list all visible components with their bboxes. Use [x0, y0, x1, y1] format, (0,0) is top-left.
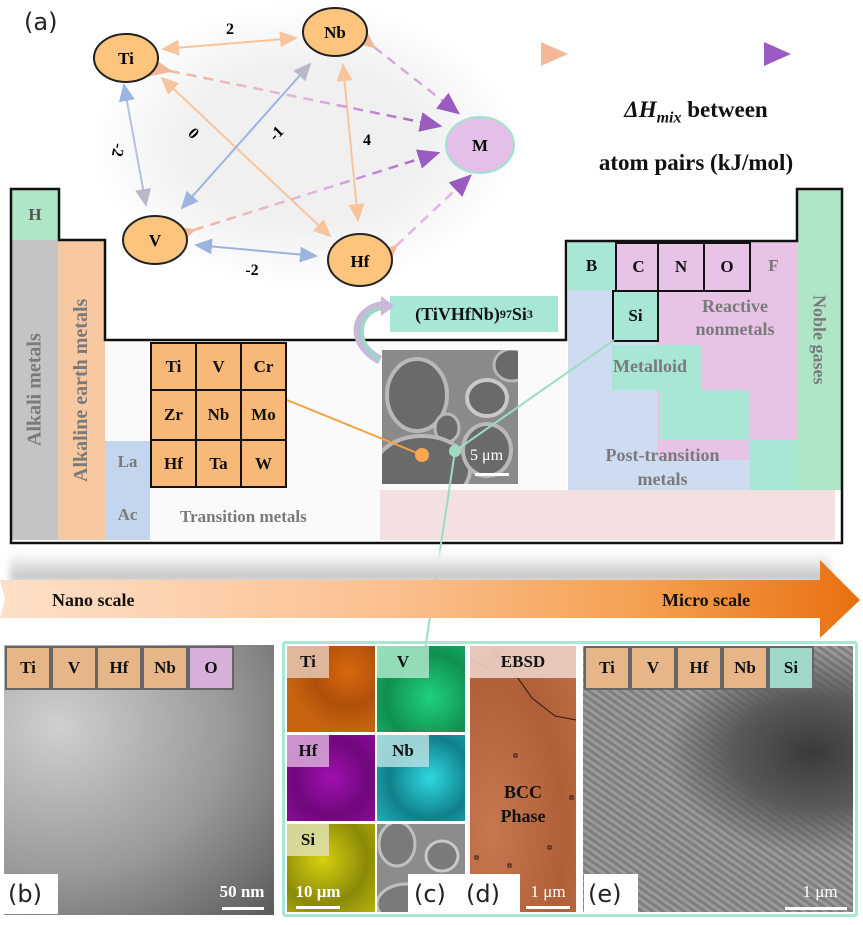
edge-nb-hf	[336, 63, 365, 222]
panel-b-label: (b)	[4, 874, 58, 914]
panel-e-tag-nb: Nb	[722, 646, 768, 690]
edge-label-ti-v: -2	[108, 142, 127, 158]
edge-label-nb-hf: 4	[363, 132, 371, 149]
node-hf-label: Hf	[351, 252, 370, 271]
sem-scale-bar-label: 5 μm	[470, 447, 504, 464]
nonmetal-region-lower	[657, 290, 797, 460]
node-v: V	[122, 215, 188, 265]
tm-cell-mo: Mo	[240, 389, 287, 441]
panel-e-tag-ti: Ti	[584, 646, 630, 690]
edge-v-hf	[194, 238, 318, 263]
panel-c-scale-bar-label: 10 μm	[295, 882, 341, 901]
edge-label-v-hf: -2	[245, 262, 258, 279]
panel-c-scale-bar	[296, 906, 340, 909]
panels-cde-frame	[282, 641, 858, 917]
panel-e-scale-bar-label: 1 μm	[802, 882, 838, 901]
legend-text: ΔHmix between atom pairs (kJ/mol)	[556, 88, 836, 185]
rare-earth-strip	[380, 490, 835, 540]
sem-inset-image: 5 μm	[382, 350, 518, 484]
node-hf: Hf	[327, 233, 393, 287]
tm-cell-ta: Ta	[195, 439, 242, 488]
metalloid-region-2	[660, 390, 750, 440]
legend-line-1: ΔHmix between	[624, 97, 768, 127]
tm-cell-w: W	[240, 439, 287, 488]
panel-e-tag-hf: Hf	[676, 646, 722, 690]
element-la: La	[117, 452, 138, 471]
panel-b-tag-nb: Nb	[142, 646, 188, 690]
panel-d-scale-bar-label: 1 μm	[530, 882, 566, 901]
node-v-label: V	[149, 231, 162, 250]
metalloid-region-3	[750, 440, 797, 490]
panel-d-label: (d)	[466, 880, 500, 908]
edge-ti-m	[148, 57, 443, 132]
panel-cd-label-box	[408, 874, 520, 914]
panel-d-scale-bar	[526, 906, 570, 909]
tm-cell-zr: Zr	[150, 389, 197, 441]
transition-metals-label: Transition metals	[180, 507, 307, 526]
eds-label-si: Si	[287, 824, 329, 856]
node-nb: Nb	[302, 7, 368, 57]
node-nb-label: Nb	[324, 23, 346, 42]
edge-ti-v	[119, 83, 151, 207]
panel-e-label: (e)	[584, 874, 638, 914]
ebsd-title: EBSD	[470, 646, 576, 678]
bcc-phase-label: BCC Phase	[500, 782, 546, 826]
panel-b-tag-o: O	[188, 646, 234, 690]
nano-scale-label: Nano scale	[52, 590, 135, 610]
element-ac: Ac	[117, 505, 138, 524]
tm-cell-hf: Hf	[150, 439, 197, 488]
curved-arrow-icon	[353, 296, 394, 365]
eds-label-ti: Ti	[287, 646, 329, 678]
panel-b-tag-v: V	[51, 646, 97, 690]
scale-arrow-shadow	[10, 552, 830, 582]
post-transition-region	[568, 290, 750, 490]
tm-cell-cr: Cr	[240, 342, 287, 391]
eds-label-hf: Hf	[287, 735, 329, 767]
panel-c-label: (c)	[414, 880, 446, 908]
panel-e-scale-bar	[785, 907, 847, 910]
reactive-nonmetals-label: Reactive nonmetals	[695, 296, 775, 339]
metalloid-label: Metalloid	[613, 356, 687, 376]
edge-label-v-nb: -1	[266, 123, 287, 144]
edge-label-ti-nb: 2	[226, 21, 234, 38]
post-transition-label: Post-transition metals	[605, 445, 720, 489]
node-ti-label: Ti	[118, 49, 134, 68]
edge-nb-m	[352, 26, 460, 115]
edge-label-ti-hf: 0	[184, 125, 202, 143]
edge-v-m	[171, 149, 441, 246]
panel-b-scale-bar	[222, 907, 264, 910]
panel-e-tag-v: V	[630, 646, 676, 690]
panel-b-scale-bar-label: 50 nm	[219, 882, 265, 901]
tm-cell-v: V	[195, 342, 242, 391]
panel-b-tag-ti: Ti	[5, 646, 51, 690]
panel-b-tag-hf: Hf	[96, 646, 142, 690]
panel-a-label: (a)	[24, 8, 58, 36]
ebsd-map	[470, 646, 576, 912]
edge-ti-nb	[161, 31, 298, 56]
node-m: M	[445, 116, 515, 174]
eds-label-v: V	[377, 646, 429, 678]
tm-cell-ti: Ti	[150, 342, 197, 391]
eds-label-nb: Nb	[377, 735, 429, 767]
node-m-label: M	[472, 136, 488, 155]
scale-arrow	[0, 560, 860, 638]
metalloid-region-1	[612, 345, 702, 390]
micro-scale-label: Micro scale	[662, 590, 751, 610]
panel-e-tag-si: Si	[768, 646, 814, 690]
panel-b-tem-image	[4, 645, 274, 915]
edge-hf-m	[374, 174, 472, 268]
panel-e-sem-image	[583, 646, 853, 912]
tm-cell-nb: Nb	[195, 389, 242, 441]
lanthanide-actinide-column	[105, 441, 150, 540]
sem-scale-bar	[475, 473, 509, 476]
node-ti: Ti	[93, 33, 159, 83]
legend-line-2: atom pairs (kJ/mol)	[598, 149, 794, 175]
